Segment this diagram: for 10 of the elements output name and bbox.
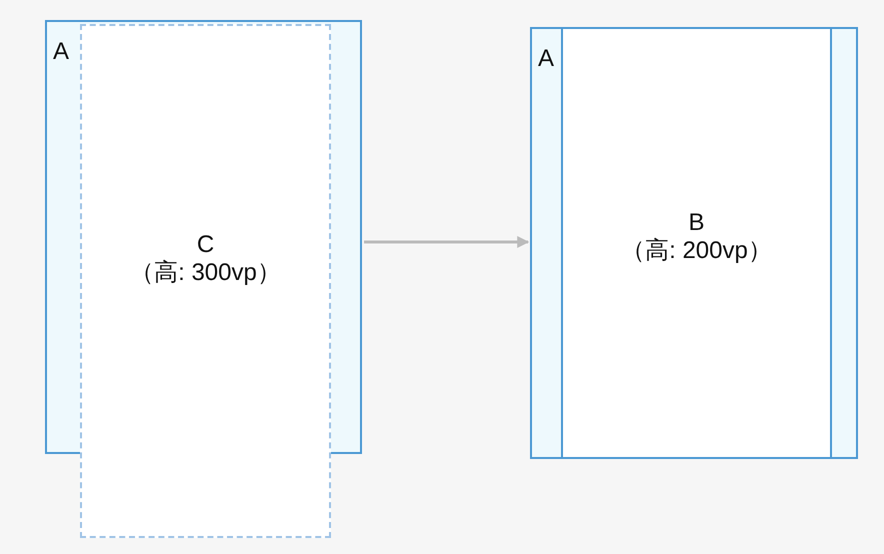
dashed-overlay bbox=[80, 24, 331, 538]
height-note: （高: 200vp） bbox=[621, 237, 772, 265]
arrow bbox=[364, 236, 530, 248]
frame-box bbox=[530, 27, 858, 459]
box-label: A bbox=[538, 45, 554, 73]
box-label: C bbox=[196, 231, 214, 259]
frame-box bbox=[561, 27, 832, 459]
box-label: A bbox=[53, 38, 70, 66]
box-label: B bbox=[688, 209, 704, 237]
height-note: （高: 300vp） bbox=[130, 259, 281, 287]
